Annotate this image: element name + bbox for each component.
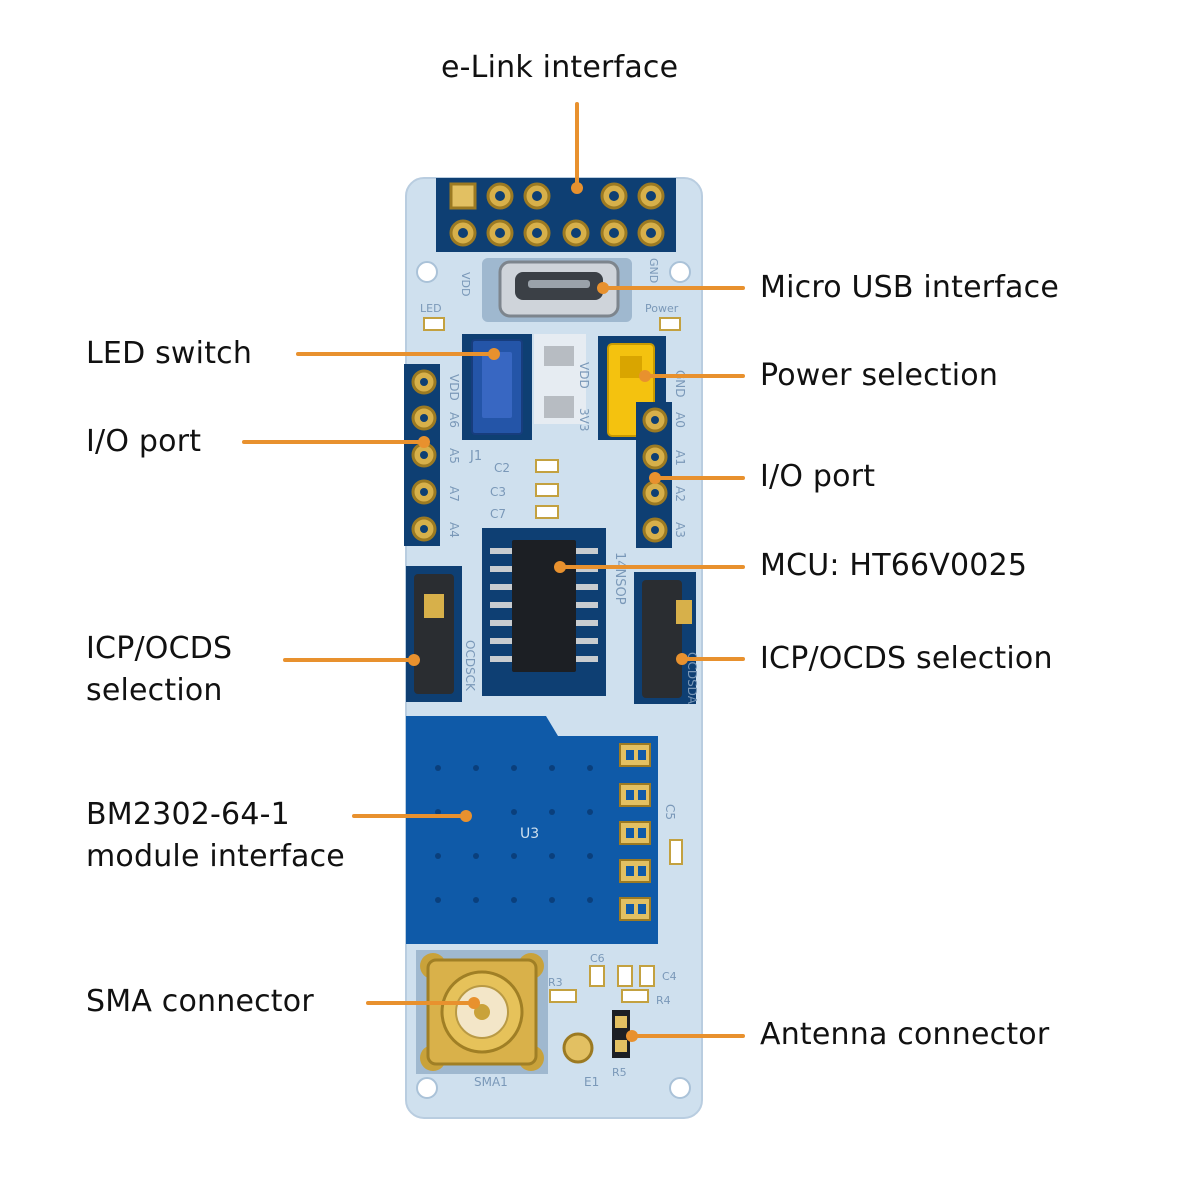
mounting-holes xyxy=(416,261,691,1099)
module-pads xyxy=(619,743,651,921)
module-vias xyxy=(435,765,593,903)
label-icp-right: ICP/OCDS selection xyxy=(760,641,1053,676)
label-icp-left-line2: selection xyxy=(86,673,223,708)
silk-c2: C2 xyxy=(494,461,510,475)
silk-power: Power xyxy=(645,302,679,315)
silk-left-pin-1: VDD xyxy=(447,374,461,401)
silk-power-3v3: 3V3 xyxy=(577,408,591,431)
label-module-line1: BM2302-64-1 xyxy=(86,797,290,832)
silk-c7: C7 xyxy=(490,507,506,521)
silk-icp-right: OCDSDA xyxy=(685,652,699,705)
label-icp-left-line1: ICP/OCDS xyxy=(86,631,233,666)
micro-usb-connector xyxy=(482,258,632,322)
silk-c5: C5 xyxy=(663,804,677,820)
silk-j1: J1 xyxy=(469,449,482,464)
silk-power-vdd: VDD xyxy=(577,362,591,389)
silk-top-left: VDD xyxy=(459,272,472,296)
icp-left-jumper xyxy=(414,574,454,694)
silk-left-pin-5: A4 xyxy=(447,522,461,538)
power-led xyxy=(659,317,681,331)
silk-top-right: GND xyxy=(647,258,660,283)
module-footprint xyxy=(406,716,658,944)
icp-right-jumper xyxy=(642,580,682,698)
silk-icp-left: OCDSCK xyxy=(463,640,477,692)
label-elink-interface: e-Link interface xyxy=(441,50,679,85)
silk-r3: R3 xyxy=(548,976,563,989)
label-io-port-right: I/O port xyxy=(760,459,876,494)
bottom-passives xyxy=(549,965,655,1003)
silk-e1: E1 xyxy=(584,1075,599,1089)
label-led-switch: LED switch xyxy=(86,336,253,371)
silk-u3: U3 xyxy=(520,826,539,842)
sma-connector xyxy=(420,953,544,1071)
silk-led: LED xyxy=(420,302,442,315)
silk-left-pin-3: A5 xyxy=(447,448,461,464)
silk-mcu-package: 14NSOP xyxy=(612,552,627,605)
silk-c3: C3 xyxy=(490,485,506,499)
capacitors xyxy=(535,459,559,519)
label-micro-usb-interface: Micro USB interface xyxy=(760,270,1059,305)
silk-left-pin-2: A6 xyxy=(447,412,461,428)
c5-capacitor xyxy=(669,839,683,865)
label-io-port-left: I/O port xyxy=(86,424,202,459)
silk-right-pin-4: A2 xyxy=(673,486,687,502)
label-sma-connector: SMA connector xyxy=(86,984,314,1019)
silk-r4: R4 xyxy=(656,994,671,1007)
label-power-selection: Power selection xyxy=(760,358,999,393)
silk-c6: C6 xyxy=(590,952,605,965)
label-antenna-connector: Antenna connector xyxy=(760,1017,1050,1052)
silk-left-pin-4: A7 xyxy=(447,486,461,502)
silk-right-pin-5: A3 xyxy=(673,522,687,538)
leader-dots xyxy=(408,182,688,1042)
mcu-chip xyxy=(512,540,576,672)
led-indicator xyxy=(423,317,445,331)
label-mcu: MCU: HT66V0025 xyxy=(760,548,1028,583)
silk-r5: R5 xyxy=(612,1066,627,1079)
label-module-line2: module interface xyxy=(86,839,345,874)
leader-lines xyxy=(242,102,745,1038)
silk-c4: C4 xyxy=(662,970,677,983)
silk-sma: SMA1 xyxy=(474,1075,508,1089)
silk-right-pin-2: A0 xyxy=(673,412,687,428)
e1-pad xyxy=(562,1032,594,1064)
silk-right-pin-3: A1 xyxy=(673,450,687,466)
